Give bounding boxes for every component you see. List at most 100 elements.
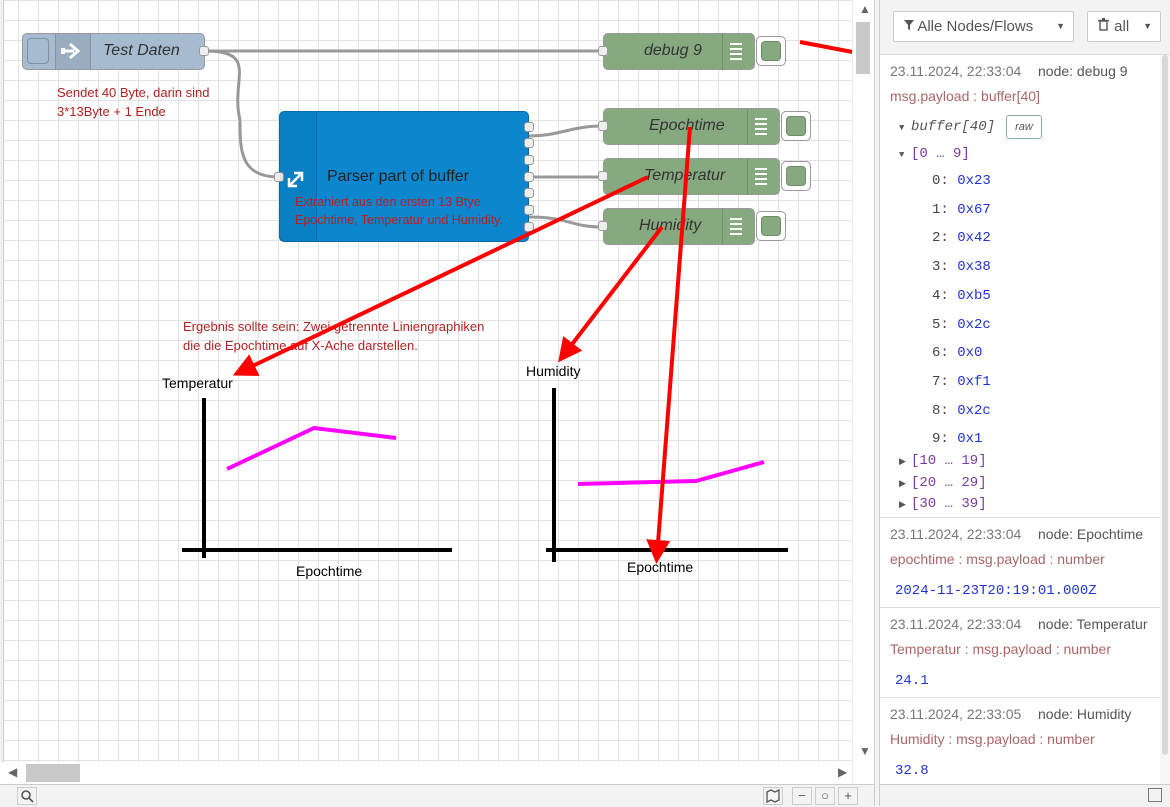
inject-comment-line-1: Sendet 40 Byte, darin sind [57,85,210,100]
temperatur-input-port[interactable] [598,171,608,181]
inject-output-port[interactable] [199,46,209,56]
parser-comment-line-2: Epochtime, Temperatur und Humidity. [295,213,503,227]
buffer-item-row: 7: 0xf1 [932,374,991,390]
humidity-toggle-button[interactable] [756,211,786,241]
humidity-input-port[interactable] [598,221,608,231]
buffer-item-row: 6: 0x0 [932,345,982,361]
message-node[interactable]: node: Humidity [1038,706,1132,722]
buffer-item-index: 5: [932,316,949,333]
message-value: 24.1 [895,673,929,689]
buffer-item-index: 1: [932,201,949,218]
debug-9-toggle-button[interactable] [756,36,786,66]
list-icon [747,109,774,145]
parser-subflow-node[interactable]: Parser part of buffer Extrahiert aus den… [274,111,534,242]
debug-node-epochtime[interactable]: Epochtime [598,108,780,145]
wire-parser-epochtime [528,124,604,138]
buffer-item-row: 8: 0x2c [932,403,991,419]
message-topic: msg.payload : buffer[40] [890,88,1040,104]
parser-node-label: Parser part of buffer [327,168,469,185]
horizontal-scroll-thumb[interactable] [26,764,80,782]
raw-toggle-button[interactable]: raw [1006,115,1042,139]
sidebar-scrollbar[interactable] [1160,55,1170,785]
buffer-item-row: 3: 0x38 [932,259,991,275]
filter-icon [904,12,914,41]
debug-message-epochtime[interactable]: 23.11.2024, 22:33:04 node: Epochtime epo… [880,518,1168,608]
map-icon[interactable] [763,787,783,805]
list-icon [747,159,774,195]
debug-input-port[interactable] [598,46,608,56]
debug-message-humidity[interactable]: 23.11.2024, 22:33:05 node: Humidity Humi… [880,698,1168,785]
temperatur-node-label: Temperatur [644,167,726,184]
caret-down-icon: ▼ [899,123,905,133]
canvas-vertical-scrollbar[interactable]: ▲ ▼ [852,0,875,784]
epochtime-toggle-button[interactable] [781,111,811,141]
epochtime-input-port[interactable] [598,121,608,131]
parser-output-port-5[interactable] [524,188,534,198]
scroll-down-icon[interactable]: ▼ [859,744,871,758]
range-10-19-toggle[interactable]: ▶[10 … 19] [899,453,987,469]
parser-output-port-1[interactable] [524,122,534,132]
caret-right-icon: ▶ [899,479,906,489]
scroll-up-icon[interactable]: ▲ [859,2,871,16]
debug-node-temperatur[interactable]: Temperatur [598,158,780,195]
buffer-root-toggle[interactable]: ▼ buffer[40] [899,119,995,135]
message-topic: Temperatur : msg.payload : number [890,641,1111,657]
message-node[interactable]: node: Epochtime [1038,526,1144,542]
message-node[interactable]: node: Temperatur [1038,616,1148,632]
sidebar-popout-icon[interactable] [1148,788,1162,802]
sidebar-scroll-thumb[interactable] [1162,55,1168,755]
debug-node-humidity[interactable]: Humidity [598,208,755,245]
search-icon[interactable] [17,787,37,805]
message-topic: Humidity : msg.payload : number [890,731,1095,747]
range-30-39-toggle[interactable]: ▶[30 … 39] [899,496,987,512]
zoom-out-icon[interactable]: − [792,787,812,805]
scroll-right-icon[interactable]: ▶ [838,765,848,779]
debug-sidebar: Alle Nodes/Flows ▼ all ▼ 23.11.2024, 22:… [880,0,1170,806]
clear-messages-label: all [1114,18,1130,35]
buffer-item-index: 9: [932,431,949,448]
parser-output-port-4[interactable] [524,172,534,182]
inject-node-test-daten[interactable]: Test Daten [22,33,209,70]
parser-output-port-2[interactable] [524,138,534,148]
node-filter-label: Alle Nodes/Flows [917,18,1034,35]
parser-output-port-7[interactable] [524,222,534,232]
message-value: 2024-11-23T20:19:01.000Z [895,583,1097,599]
temperatur-toggle-button[interactable] [781,161,811,191]
inject-trigger-button[interactable] [22,33,52,70]
sketch-left-chart [182,398,452,558]
buffer-item-value: 0xf1 [957,373,991,390]
sidebar-footer [880,784,1170,807]
parser-output-port-3[interactable] [524,155,534,165]
sidebar-splitter[interactable] [874,0,880,806]
debug-message-list[interactable]: 23.11.2024, 22:33:04 node: debug 9 msg.p… [880,55,1168,785]
buffer-item-index: 8: [932,402,949,419]
debug-message-debug-9[interactable]: 23.11.2024, 22:33:04 node: debug 9 msg.p… [880,55,1168,518]
sketch-right-ylabel: Humidity [526,363,581,379]
flow-canvas[interactable]: Test Daten debug 9 Epochtime Temperatur … [0,0,874,784]
flow-wires [182,49,788,562]
caret-right-icon: ▶ [899,500,906,510]
buffer-item-row: 2: 0x42 [932,230,991,246]
debug-message-temperatur[interactable]: 23.11.2024, 22:33:04 node: Temperatur Te… [880,608,1168,698]
sketch-left-xlabel: Epochtime [296,563,363,579]
buffer-item-index: 6: [932,345,949,362]
buffer-item-row: 9: 0x1 [932,431,982,447]
buffer-item-value: 0x1 [957,431,983,448]
zoom-in-icon[interactable]: + [838,787,858,805]
buffer-item-value: 0x38 [957,259,991,276]
range-label: [10 … 19] [911,453,987,469]
range-20-29-toggle[interactable]: ▶[20 … 29] [899,475,987,491]
scroll-left-icon[interactable]: ◀ [8,765,18,779]
clear-messages-select[interactable]: all ▼ [1087,11,1161,42]
debug-node-debug-9[interactable]: debug 9 [598,33,755,70]
buffer-root-label: buffer[40] [911,119,996,135]
vertical-scroll-thumb[interactable] [856,22,870,74]
message-node[interactable]: node: debug 9 [1038,63,1128,79]
range-0-9-toggle[interactable]: ▼[0 … 9] [899,146,970,162]
raw-toggle-label: raw [1015,121,1033,133]
canvas-horizontal-scrollbar[interactable]: ◀ ▶ [0,762,852,784]
node-filter-select[interactable]: Alle Nodes/Flows ▼ [893,11,1074,42]
buffer-item-row: 0: 0x23 [932,173,991,189]
zoom-reset-icon[interactable]: ○ [815,787,835,805]
parser-output-port-6[interactable] [524,205,534,215]
